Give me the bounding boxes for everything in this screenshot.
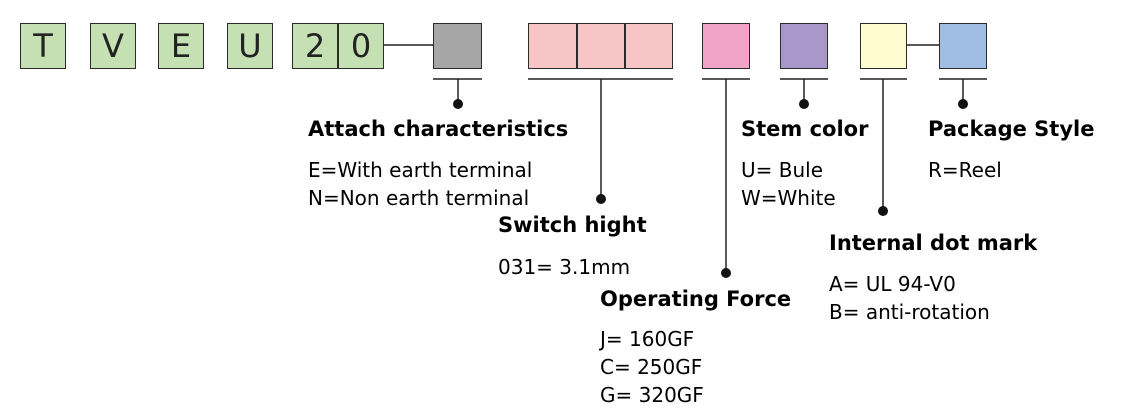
dot-options: A= UL 94-V0 B= anti-rotation (829, 270, 990, 326)
stem-code-box (780, 23, 828, 69)
option-text: W=White (741, 186, 836, 210)
package-code-box (939, 23, 987, 69)
package-heading: Package Style (928, 117, 1095, 141)
attach-code-box (433, 23, 482, 69)
package-options: R=Reel (928, 156, 1002, 184)
option-text: J= 160GF (600, 327, 695, 351)
leader-dot-dot (878, 206, 888, 216)
option-text: U= Bule (741, 158, 824, 182)
stem-options: U= Bule W=White (741, 156, 836, 212)
option-text: A= UL 94-V0 (829, 272, 956, 296)
option-text: B= anti-rotation (829, 300, 990, 324)
leader-dot-package (958, 99, 968, 109)
height-code-box (577, 23, 625, 69)
code-letter-box: 2 (292, 23, 338, 69)
option-text: C= 250GF (600, 355, 703, 379)
force-heading: Operating Force (600, 287, 792, 311)
height-code-box (528, 23, 577, 69)
code-letter-box: T (20, 23, 66, 69)
height-code-box (625, 23, 673, 69)
code-letter-box: U (227, 23, 273, 69)
height-options: 031= 3.1mm (498, 253, 630, 281)
height-heading: Switch hight (498, 213, 647, 237)
option-text: G= 320GF (600, 383, 704, 407)
stem-heading: Stem color (741, 117, 869, 141)
leader-dot-stem (799, 99, 809, 109)
option-text: 031= 3.1mm (498, 255, 631, 279)
option-text: E=With earth terminal (308, 158, 533, 182)
dot-heading: Internal dot mark (829, 231, 1038, 255)
option-text: R=Reel (928, 158, 1002, 182)
leader-dot-force (721, 268, 731, 278)
option-text: N=Non earth terminal (308, 186, 530, 210)
code-letter-box: 0 (338, 23, 384, 69)
leader-dot-height (596, 194, 606, 204)
code-letter-box: E (158, 23, 204, 69)
force-code-box (702, 23, 750, 69)
attach-options: E=With earth terminal N=Non earth termin… (308, 156, 532, 212)
leader-dot-attach (453, 99, 463, 109)
code-letter-box: V (90, 23, 136, 69)
force-options: J= 160GF C= 250GF G= 320GF (600, 325, 704, 409)
attach-heading: Attach characteristics (308, 117, 569, 141)
dot-code-box (860, 23, 907, 69)
